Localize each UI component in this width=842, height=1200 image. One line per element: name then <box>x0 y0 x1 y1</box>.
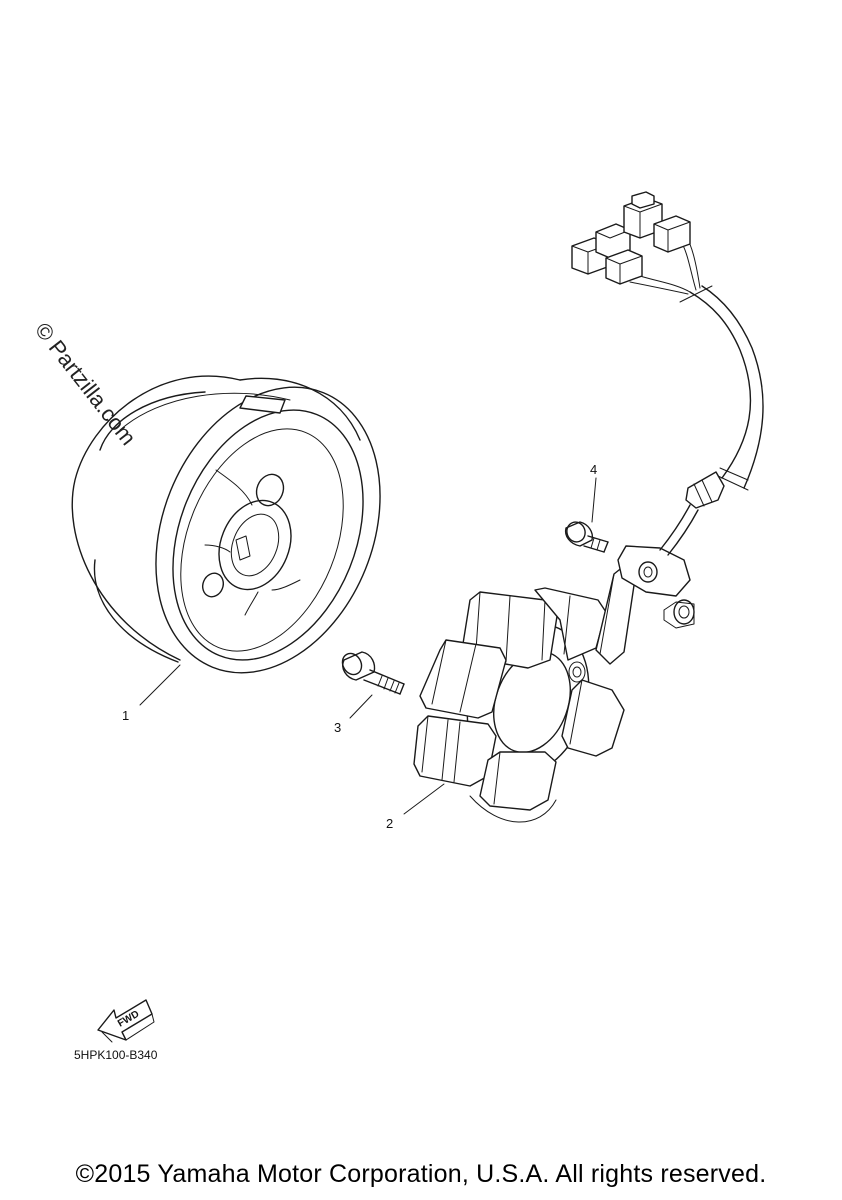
flywheel-rotor <box>71 375 381 674</box>
leader-line-3 <box>349 694 373 719</box>
diagram-code: 5HPK100-B340 <box>74 1048 158 1062</box>
watermark-text: © Partzilla.com <box>30 318 141 450</box>
screw-part-4 <box>564 521 609 553</box>
leader-line-4 <box>591 477 597 523</box>
leader-line-1 <box>139 664 181 706</box>
stator-assembly <box>413 545 695 823</box>
callout-1: 1 <box>122 708 129 723</box>
callout-2: 2 <box>386 816 393 831</box>
callout-4: 4 <box>590 462 597 477</box>
callout-3: 3 <box>334 720 341 735</box>
leader-line-2 <box>403 783 445 815</box>
copyright-notice: ©2015 Yamaha Motor Corporation, U.S.A. A… <box>75 1160 767 1188</box>
fwd-arrow-icon: FWD <box>97 999 155 1043</box>
wire-harness <box>571 191 764 556</box>
bolt-part-3 <box>341 651 405 695</box>
